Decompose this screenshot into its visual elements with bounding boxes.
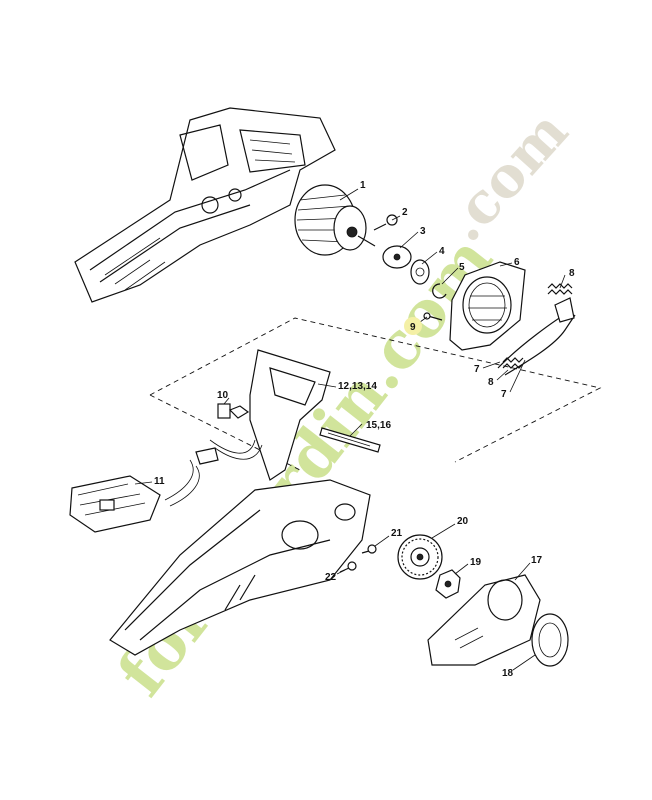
callout-3: 3 — [420, 226, 426, 237]
part-15-16-label — [319, 427, 381, 453]
part-6-brake-housing — [449, 261, 526, 351]
callout-2: 2 — [402, 207, 408, 218]
part-3-disc — [382, 245, 412, 269]
callout-8-lower: 8 — [488, 377, 494, 388]
part-11-electronics-module — [69, 475, 161, 533]
leader-lines — [134, 188, 566, 671]
part-8-spring-upper — [547, 283, 573, 295]
part-18-cap — [531, 613, 569, 667]
callout-22: 22 — [325, 572, 337, 583]
callouts: 1 2 3 4 5 6 8 7 8 9 7 10 12,13,14 15,16 … — [154, 180, 575, 679]
assembly-group-frame — [149, 317, 602, 463]
part-8-spring-lower — [502, 357, 524, 369]
callout-9-highlight — [404, 317, 422, 335]
callout-19: 19 — [470, 557, 482, 568]
part-9-pin — [423, 312, 443, 321]
motor-housing-lower — [109, 479, 371, 656]
callout-18: 18 — [502, 668, 514, 679]
part-12-14-handle — [249, 349, 331, 481]
callout-4: 4 — [439, 246, 445, 257]
callout-15-16: 15,16 — [366, 420, 391, 431]
part-5-circlip — [432, 283, 447, 299]
part-17-sprocket-cover — [427, 574, 541, 666]
motor-housing-upper — [74, 107, 336, 303]
part-7-brake-band — [497, 297, 576, 376]
callout-8-upper: 8 — [569, 268, 575, 279]
connector — [195, 447, 219, 465]
callout-7-upper: 7 — [474, 364, 480, 375]
callout-7-lower: 7 — [501, 389, 507, 400]
callout-20: 20 — [457, 516, 469, 527]
part-2-screw — [373, 214, 398, 231]
part-4-washer — [410, 259, 430, 285]
callout-1: 1 — [360, 180, 366, 191]
callout-10: 10 — [217, 390, 229, 401]
part-19-sprocket — [435, 569, 461, 599]
callout-11: 11 — [154, 476, 165, 487]
part-21-screw — [361, 544, 377, 554]
part-1-motor — [294, 184, 376, 256]
callout-12-13-14: 12,13,14 — [338, 381, 377, 392]
callout-9: 9 — [410, 322, 416, 333]
callout-5: 5 — [459, 262, 465, 273]
callout-17: 17 — [531, 555, 543, 566]
callout-21: 21 — [391, 528, 403, 539]
wiring-harness — [164, 439, 263, 507]
callout-6: 6 — [514, 257, 520, 268]
watermark-domain: .com — [431, 99, 581, 255]
part-20-gear-wheel — [397, 534, 443, 580]
part-10-switch — [217, 403, 250, 419]
